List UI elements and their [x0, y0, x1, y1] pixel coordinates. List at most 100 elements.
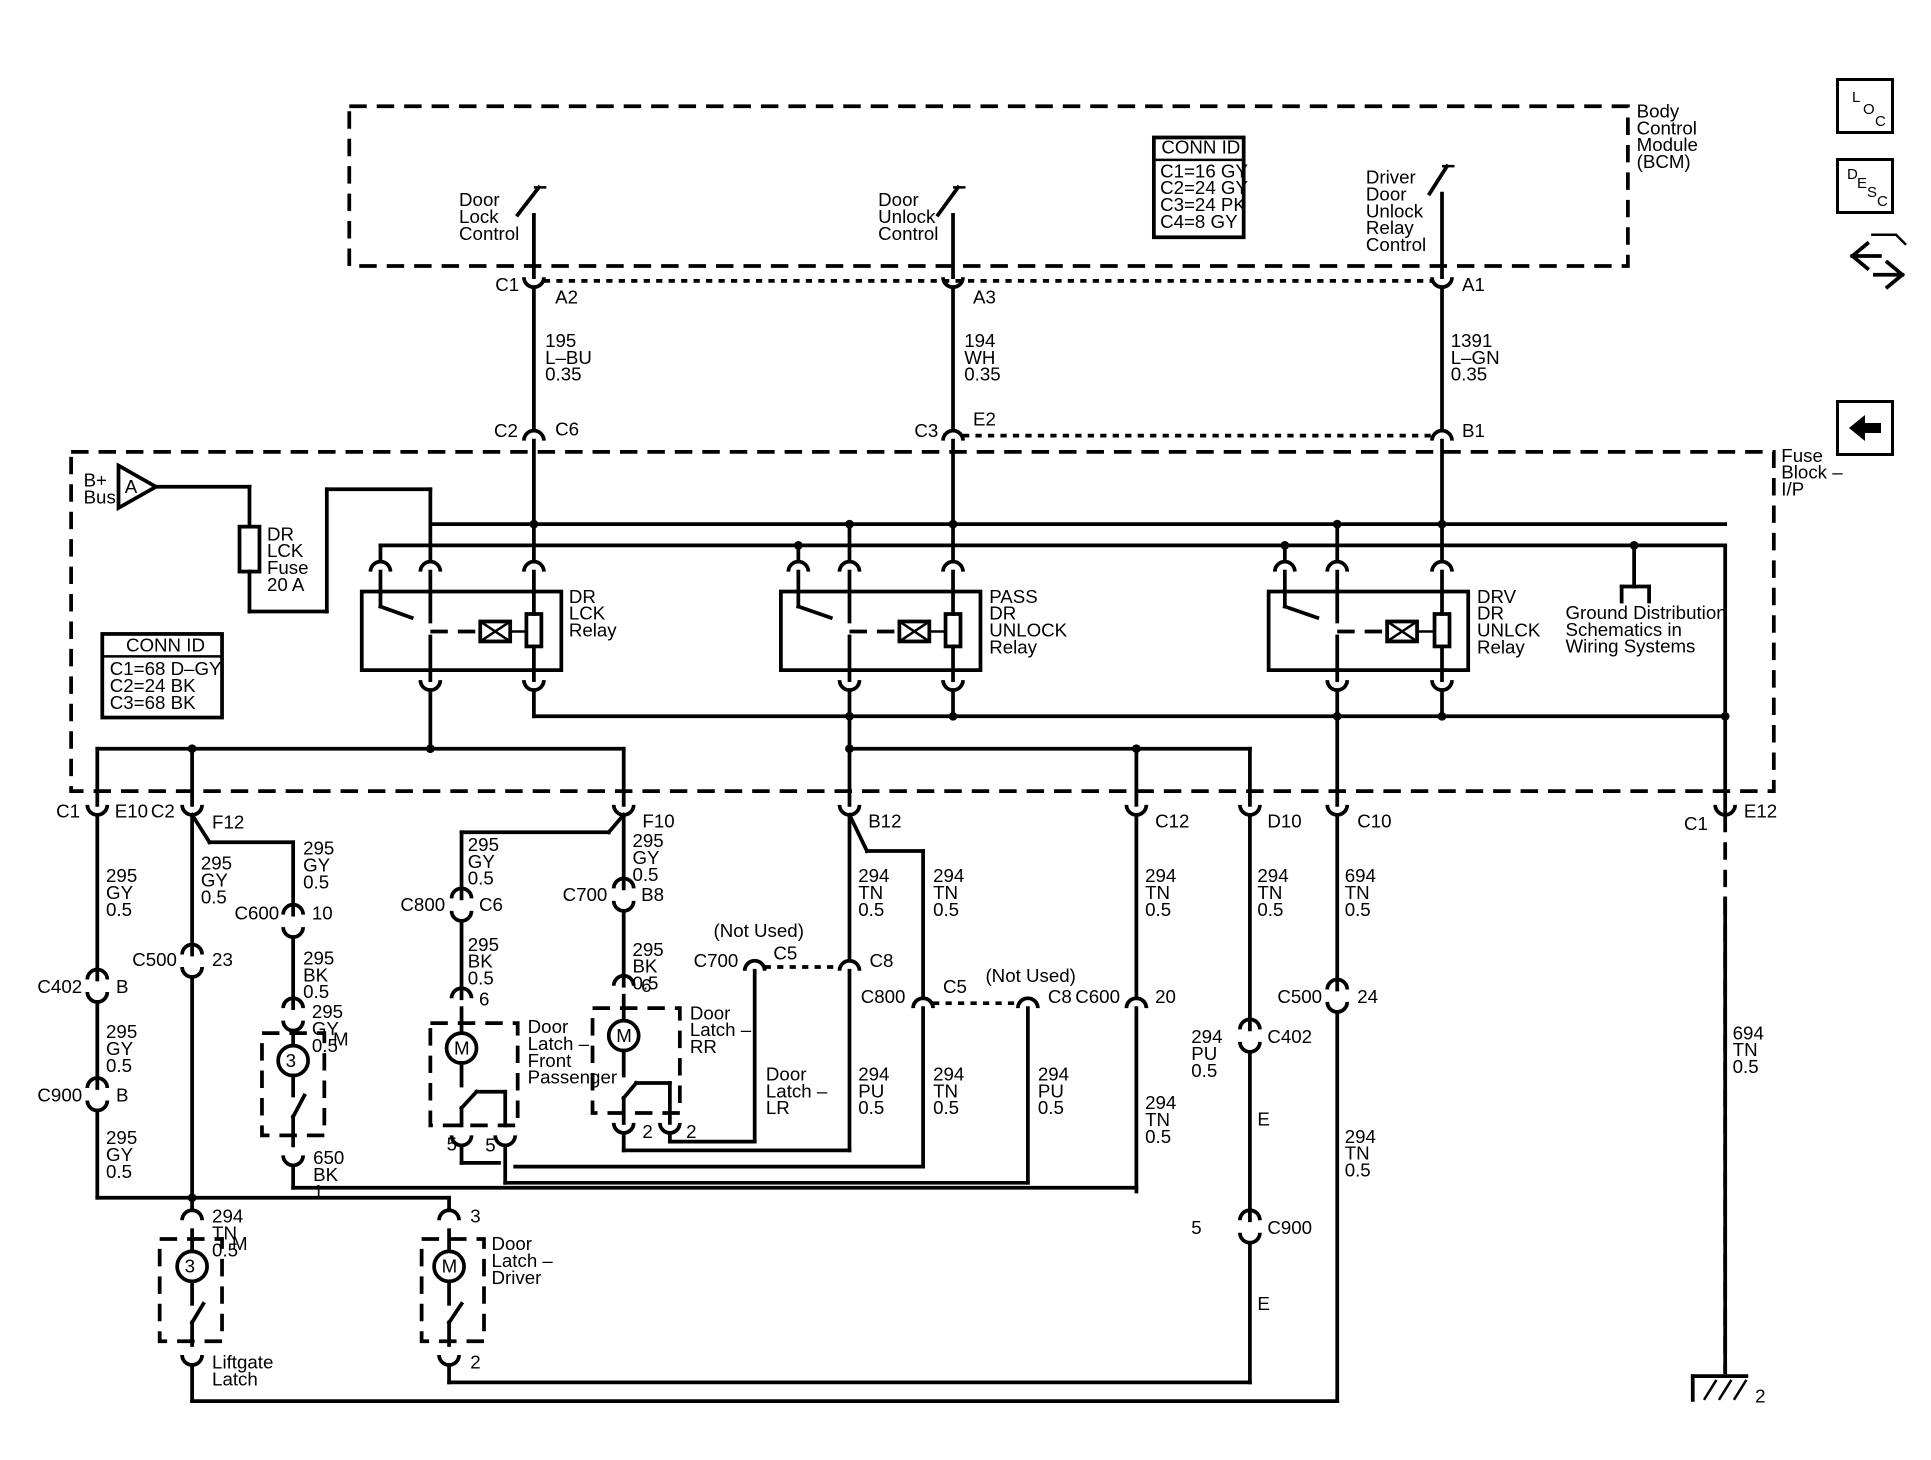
diagram-label: E10	[115, 800, 148, 821]
diagram-label-line: C1	[56, 800, 80, 821]
back-button[interactable]	[1836, 400, 1894, 456]
diagram-label-line: 0.35	[545, 364, 581, 385]
diagram-label-line: C5	[943, 976, 967, 997]
diagram-label-line: 294	[933, 865, 964, 886]
desc-button[interactable]: D E S C	[1836, 158, 1894, 214]
diagram-label-line: C5	[773, 943, 797, 964]
diagram-label-line: C2	[494, 420, 518, 441]
diagram-label: C2	[151, 800, 175, 821]
diagram-label-line: Front	[528, 1050, 572, 1071]
diagram-label-line: A1	[1462, 274, 1485, 295]
diagram-label: B1	[1462, 420, 1485, 441]
diagram-label-line: 0.5	[632, 972, 658, 993]
diagram-label-line: 1	[313, 1181, 323, 1202]
diagram-label: 24	[1357, 986, 1378, 1007]
diagram-label-line: TN	[1145, 1109, 1170, 1130]
diagram-label: C8	[1048, 986, 1072, 1007]
diagram-label-line: 0.5	[1345, 1160, 1371, 1181]
diagram-label-line: B12	[868, 810, 901, 831]
diagram-label-line: TN	[1733, 1039, 1758, 1060]
diagram-label-line: 1391	[1451, 330, 1493, 351]
diagram-label-line: 23	[212, 949, 233, 970]
diagram-label: M	[616, 1025, 632, 1046]
diagram-label-line: C800	[400, 894, 445, 915]
diagram-label-line: Driver	[1366, 167, 1416, 188]
diagram-label-line: Control	[1366, 234, 1426, 255]
loc-letter-l: L	[1852, 89, 1861, 106]
diagram-label: 6	[641, 975, 651, 996]
diagram-label-line: C402	[37, 976, 82, 997]
diagram-label-line: 0.5	[468, 868, 494, 889]
diagram-label-line: Latch	[212, 1369, 258, 1390]
diagram-label-line: 294	[1038, 1064, 1069, 1085]
diagram-label-line: Unlock	[1366, 200, 1424, 221]
diagram-label: CONN ID	[1161, 137, 1240, 158]
diagram-label-line: Schematics in	[1566, 619, 1682, 640]
diagram-label: C3	[914, 420, 938, 441]
diagram-label-line: C900	[1267, 1217, 1312, 1238]
diagram-label-line: 0.5	[106, 1161, 132, 1182]
diagram-label-line: GY	[303, 855, 331, 876]
diagram-label: B	[116, 976, 128, 997]
diagram-label-line: 294	[1257, 865, 1288, 886]
diagram-label: C5	[943, 976, 967, 997]
diagram-label-line: 0.5	[1733, 1056, 1759, 1077]
diagram-label-line: 0.5	[933, 899, 959, 920]
diagram-label-line: LR	[766, 1097, 790, 1118]
diagram-label-line: 0.5	[468, 967, 494, 988]
wiring-tool-icon[interactable]	[1849, 233, 1907, 290]
diagram-label-line: 5	[1191, 1217, 1201, 1238]
diagram-label: M	[442, 1256, 458, 1277]
diagram-label: C10	[1357, 810, 1391, 831]
diagram-label-line: TN	[1345, 1143, 1370, 1164]
diagram-label-line: DR	[1477, 603, 1504, 624]
diagram-label-line: Latch –	[491, 1250, 553, 1271]
diagram-label-line: 0.5	[858, 1097, 884, 1118]
door-latch-rr	[428, 986, 1030, 1185]
diagram-label-line: BK	[313, 1164, 338, 1185]
diagram-label-line: Relay	[1477, 636, 1525, 657]
diagram-label-line: 0.5	[632, 864, 658, 885]
diagram-label: (Not Used)	[985, 965, 1075, 986]
diagram-label-line: Liftgate	[212, 1352, 273, 1373]
diagram-label-line: 2	[642, 1121, 652, 1142]
diagram-label-line: 0.5	[106, 899, 132, 920]
diagram-label-line: 295	[106, 1021, 137, 1042]
diagram-label: 23	[212, 949, 233, 970]
diagram-label-line: Door	[766, 1064, 807, 1085]
diagram-label-line: C600	[1075, 986, 1120, 1007]
diagram-label-line: 194	[964, 330, 995, 351]
diagram-label-line: C600	[235, 903, 280, 924]
diagram-label: A1	[1462, 274, 1485, 295]
diagram-label: C402	[37, 976, 82, 997]
diagram-label-line: C700	[563, 884, 608, 905]
diagram-label: 2	[642, 1121, 652, 1142]
dr-lck-relay	[359, 559, 564, 692]
diagram-label: 2	[686, 1121, 696, 1142]
diagram-label: 5	[485, 1135, 495, 1156]
diagram-label-line: 5	[485, 1135, 495, 1156]
diagram-label-line: L–GN	[1451, 347, 1500, 368]
diagram-label-line: 294	[1145, 865, 1176, 886]
diagram-label-line: (BCM)	[1637, 151, 1691, 172]
diagram-label-line: TN	[1257, 882, 1282, 903]
diagram-label: F10	[642, 810, 674, 831]
diagram-label-line: 2	[470, 1352, 480, 1373]
loc-button[interactable]: L O C	[1836, 78, 1894, 134]
diagram-label-line: L–BU	[545, 347, 592, 368]
fuse-block-top-connectors	[522, 428, 1454, 441]
diagram-label-line: A3	[973, 286, 996, 307]
diagram-label-line: Door	[528, 1016, 569, 1037]
diagram-label-line: DR	[569, 586, 596, 607]
diagram-label-line: CONN ID	[126, 634, 205, 655]
diagram-label-line: 0.35	[1451, 364, 1487, 385]
fuse-block-outline	[69, 449, 1776, 793]
diagram-label: C600	[235, 903, 280, 924]
diagram-label-line: 6	[641, 975, 651, 996]
